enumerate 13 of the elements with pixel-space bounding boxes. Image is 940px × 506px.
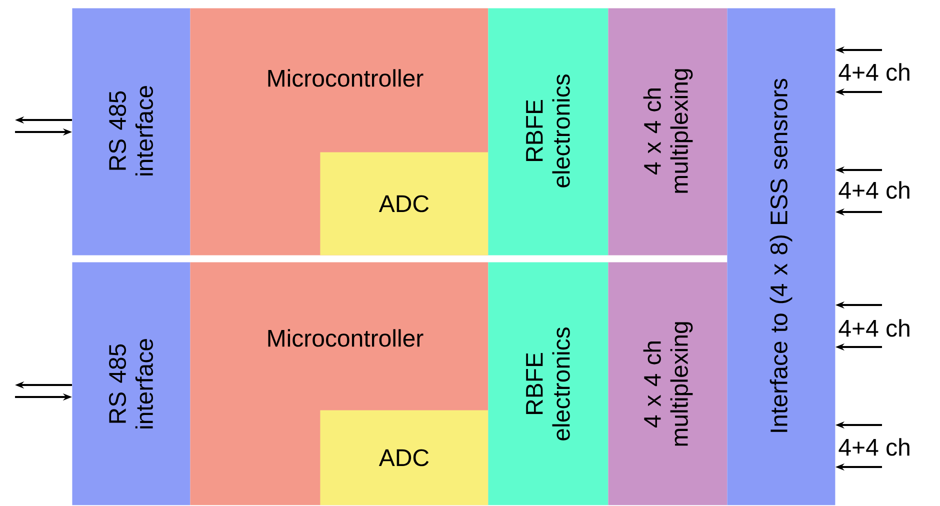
channel-label: 4+4 ch	[838, 181, 910, 199]
sensor-interface-block: Interface to (4 x 8) ESS sensrors	[727, 8, 836, 506]
electronics-block: RBFE electronics	[488, 8, 608, 256]
multiplexing-block: 4 x 4 ch multiplexing	[608, 262, 728, 506]
adc-block: ADC	[320, 152, 488, 256]
multiplexing-block: 4 x 4 ch multiplexing	[608, 8, 728, 256]
interface-block: RS 485 interface	[72, 8, 190, 256]
channel-label: 4+4 ch	[838, 319, 910, 337]
electronics-block: RBFE electronics	[488, 262, 608, 506]
channel-label: 4+4 ch	[838, 438, 910, 456]
channel-label: 4+4 ch	[838, 63, 910, 81]
interface-block: RS 485 interface	[72, 262, 190, 506]
adc-block: ADC	[320, 410, 488, 506]
